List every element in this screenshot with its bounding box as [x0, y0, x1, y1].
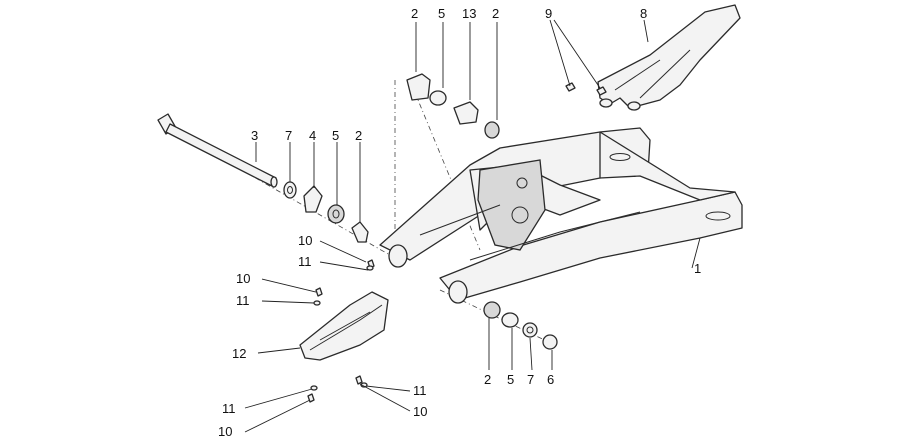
- bottom-bushings: [483, 301, 558, 350]
- callout-top-9: 9: [545, 6, 552, 21]
- callout-side-12: 12: [232, 346, 246, 361]
- callout-mid-11: 11: [298, 254, 312, 269]
- chain-guard: [597, 4, 741, 111]
- left-bushings: [283, 181, 369, 243]
- callout-bottom-11a: 11: [413, 383, 427, 398]
- callout-top-8: 8: [640, 6, 647, 21]
- callout-bot-2: 2: [484, 372, 491, 387]
- callout-bottom-10b: 10: [218, 424, 232, 439]
- callout-top-13: 13: [462, 6, 476, 21]
- callouts: 2 5 13 2 9 8 3 7 4 5 2 10 11 10 11 12 11…: [218, 6, 701, 439]
- callout-left-4: 4: [309, 128, 316, 143]
- callout-top-2a: 2: [411, 6, 418, 21]
- pivot-axle: [157, 113, 278, 188]
- callout-right-1: 1: [694, 261, 701, 276]
- callout-bottom-10a: 10: [413, 404, 427, 419]
- swingarm: [379, 127, 743, 304]
- callout-left-2: 2: [355, 128, 362, 143]
- callout-side-11: 11: [236, 293, 250, 308]
- chain-slider: [299, 291, 389, 361]
- callout-left-3: 3: [251, 128, 258, 143]
- callout-mid-10: 10: [298, 233, 312, 248]
- callout-left-7: 7: [285, 128, 292, 143]
- callout-top-5: 5: [438, 6, 445, 21]
- callout-bottom-11b: 11: [222, 401, 236, 416]
- callout-side-10: 10: [236, 271, 250, 286]
- callout-bot-5: 5: [507, 372, 514, 387]
- callout-bot-7: 7: [527, 372, 534, 387]
- callout-top-2b: 2: [492, 6, 499, 21]
- callout-bot-6: 6: [547, 372, 554, 387]
- leader-lines: [244, 19, 701, 433]
- callout-left-5: 5: [332, 128, 339, 143]
- screws-9: [565, 82, 607, 96]
- top-bushings: [406, 73, 500, 139]
